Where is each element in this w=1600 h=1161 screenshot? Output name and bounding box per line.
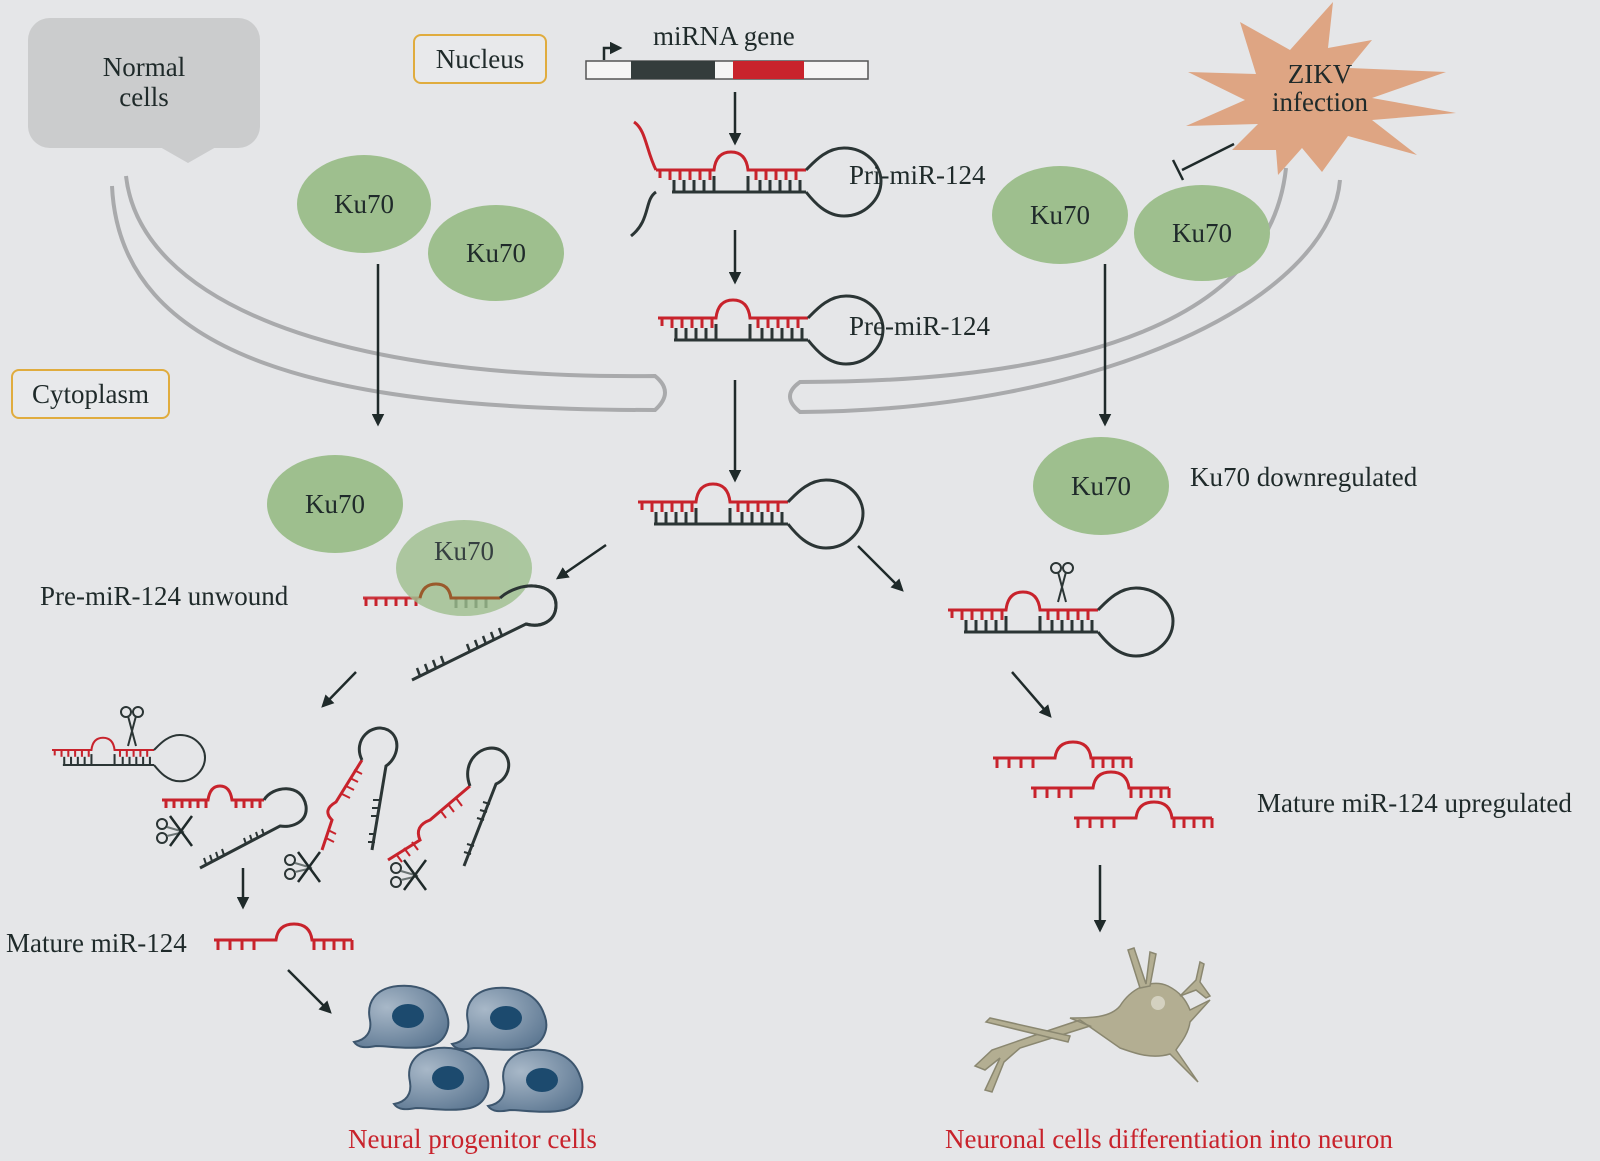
ku70-downregulated-label: Ku70 downregulated xyxy=(1190,462,1418,492)
ku70-label: Ku70 xyxy=(334,188,394,219)
nuclear-membrane-right xyxy=(788,167,1342,415)
ku70-protein-inhibited: Ku70 xyxy=(1134,185,1270,281)
cytoplasm-label: Cytoplasm xyxy=(31,378,149,409)
ku70-label: Ku70 xyxy=(466,237,526,268)
scissors-icon-right xyxy=(1050,562,1074,603)
mature-mir-124-upregulated-1 xyxy=(991,740,1133,770)
arrow-to-processing xyxy=(321,671,357,708)
arrow-to-dicer xyxy=(857,545,904,592)
mirna-gene-label: miRNA gene xyxy=(653,21,795,51)
inhibition-arrow xyxy=(1171,142,1235,181)
ku70-label: Ku70 xyxy=(1071,470,1131,501)
ku70-protein: Ku70 xyxy=(297,155,431,253)
neural-progenitor-cell xyxy=(451,986,548,1051)
ku70-label: Ku70 xyxy=(305,488,365,519)
pri-mir-124-label: Pri-miR-124 xyxy=(849,160,986,190)
mature-mir-upregulated-label: Mature miR-124 upregulated xyxy=(1257,788,1572,818)
ku70-protein: Ku70 xyxy=(992,166,1128,264)
cytoplasm-label-box: Cytoplasm xyxy=(11,369,170,419)
pri-mir-124-structure xyxy=(630,120,883,238)
ku70-label: Ku70 xyxy=(434,535,494,566)
mature-mir-124-upregulated-3 xyxy=(1072,800,1214,830)
nucleus-label-box: Nucleus xyxy=(413,34,547,84)
ku70-label: Ku70 xyxy=(1030,199,1090,230)
mirna-gene-bar xyxy=(585,60,869,80)
pre-mir-124-label: Pre-miR-124 xyxy=(849,311,990,341)
dicer-cleaved-pre-mir-right xyxy=(946,586,1175,658)
nuclear-membrane-left xyxy=(110,175,667,413)
ku70-label: Ku70 xyxy=(1172,217,1232,248)
arrow-to-mature-right xyxy=(1011,671,1052,718)
neuronal-differentiation-label: Neuronal cells differentiation into neur… xyxy=(945,1124,1393,1154)
blocked-scissors-icon xyxy=(155,814,194,848)
neural-progenitor-cell xyxy=(393,1046,490,1111)
blocked-scissors-icon-3 xyxy=(389,858,428,892)
callout-pointer xyxy=(160,147,216,163)
neural-progenitor-cell xyxy=(487,1048,584,1113)
ku70-protein: Ku70 xyxy=(428,205,564,301)
normal-cells-label: Normal cells xyxy=(102,52,186,112)
neural-progenitor-cells-label: Neural progenitor cells xyxy=(348,1124,597,1154)
blocked-scissors-icon-2 xyxy=(283,850,322,884)
scissors-icon xyxy=(120,706,144,747)
mature-mir-124-label: Mature miR-124 xyxy=(6,928,187,958)
zikv-infection-label: ZIKV infection xyxy=(1272,59,1368,118)
neuron-illustration xyxy=(973,947,1212,1093)
unwound-pre-mir-blocked xyxy=(162,784,308,870)
arrow-to-progenitors xyxy=(287,969,332,1014)
ku70-bound-protein: Ku70 xyxy=(396,520,532,616)
zikv-starburst xyxy=(1186,2,1456,175)
tilted-pre-mir-2 xyxy=(387,746,511,867)
cytoplasmic-pre-mir-124 xyxy=(636,478,865,550)
nucleus-label: Nucleus xyxy=(435,43,525,74)
neural-progenitor-cell xyxy=(353,984,450,1049)
tilted-pre-mir-1 xyxy=(320,726,399,851)
ku70-protein-downregulated: Ku70 xyxy=(1033,437,1169,535)
mature-mir-124-upregulated-2 xyxy=(1029,770,1171,800)
arrow-to-unwound xyxy=(555,543,607,580)
normal-cells-callout: Normal cells xyxy=(28,18,260,148)
mature-mir-124-left xyxy=(212,922,354,952)
promoter-arrow-icon xyxy=(602,41,623,60)
ku70-protein: Ku70 xyxy=(267,455,403,553)
pre-mir-unwound-label: Pre-miR-124 unwound xyxy=(40,581,289,611)
